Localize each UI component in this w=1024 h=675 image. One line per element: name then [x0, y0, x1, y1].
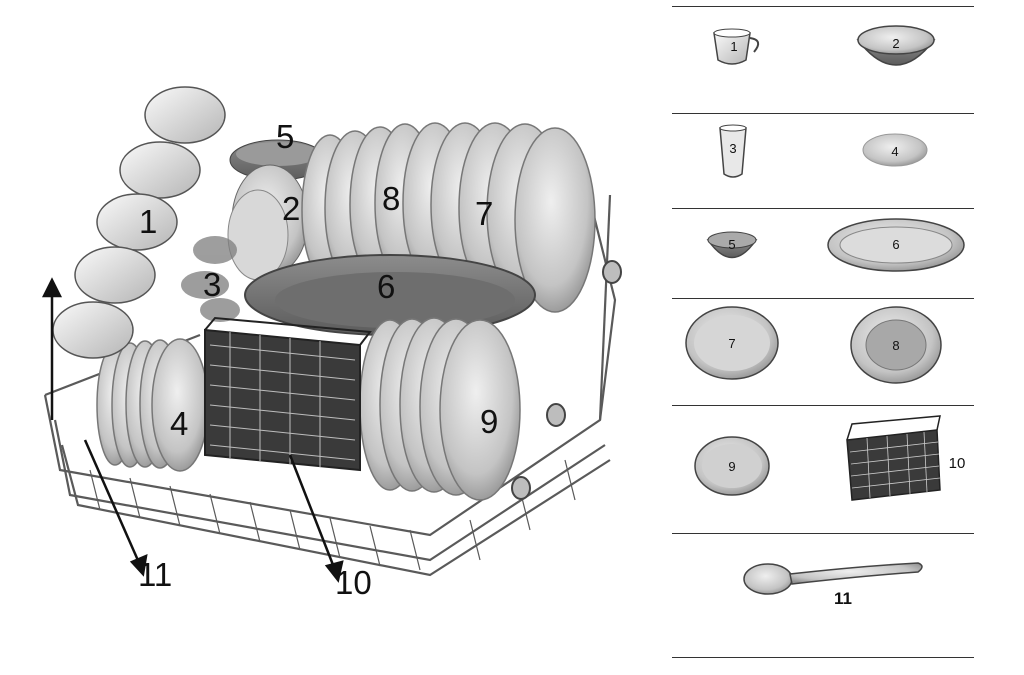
- legend-label-bowl: 2: [892, 36, 900, 51]
- dessert-plates-group: [96, 338, 209, 472]
- legend-label-cutlery-basket: 10: [948, 455, 966, 472]
- cutlery-basket: [204, 316, 372, 472]
- legend-divider: [672, 533, 974, 534]
- dessert-plate-icon: [862, 133, 928, 167]
- callout-flat-plates: 9: [480, 403, 499, 440]
- legend-label-oval-platter: 6: [892, 237, 900, 252]
- spoon-icon: [743, 562, 923, 595]
- callout-soup-plates: 8: [382, 180, 401, 217]
- dishwasher-rack-illustration: [41, 86, 622, 583]
- legend-label-cup: 1: [730, 39, 738, 54]
- callout-dessert-plates: 4: [170, 405, 189, 442]
- callout-glasses: 3: [203, 266, 222, 303]
- legend-divider: [672, 208, 974, 209]
- legend-divider: [672, 6, 974, 7]
- flat-plates-group: [359, 317, 521, 501]
- legend-divider: [672, 113, 974, 114]
- legend-label-dinner-plate: 7: [728, 336, 736, 351]
- small-bowl-icon: [706, 231, 758, 259]
- legend-label-dessert-plate: 4: [891, 144, 899, 159]
- bowl-icon: [856, 25, 936, 66]
- oval-platter: [244, 254, 536, 336]
- dinner-plates-group: [301, 122, 596, 313]
- cups-group: [52, 86, 226, 359]
- callout-oval-platter: 6: [377, 268, 396, 305]
- rack-wheels: [511, 260, 622, 500]
- legend-label-soup-plate: 8: [892, 338, 900, 353]
- callout-bowls: 2: [282, 190, 301, 227]
- legend-divider: [672, 657, 974, 658]
- legend-divider: [672, 405, 974, 406]
- oval-platter-icon: [827, 218, 965, 272]
- callout-cups: 1: [139, 203, 158, 240]
- callout-cutlery: 11: [138, 556, 173, 593]
- soup-plate-icon: [850, 306, 942, 384]
- callout-cutlery-basket: 10: [335, 564, 372, 601]
- legend-icons: [685, 25, 965, 595]
- legend-label-glass: 3: [729, 141, 737, 156]
- callout-small-bowls: 5: [276, 118, 295, 155]
- flat-plate-icon: [694, 436, 770, 496]
- legend-label-flat-plate: 9: [728, 459, 736, 474]
- callout-arrows: [41, 277, 344, 583]
- legend-label-spoon: 11: [834, 589, 852, 608]
- cup-icon: [713, 28, 760, 65]
- legend-divider: [672, 298, 974, 299]
- legend-label-small-bowl: 5: [728, 237, 736, 252]
- bowls-group: [227, 164, 309, 281]
- dinner-plate-icon: [685, 306, 779, 380]
- glass-icon: [719, 124, 747, 178]
- glasses-group: [181, 236, 240, 322]
- callout-dinner-plates: 7: [475, 195, 494, 232]
- cutlery-basket-icon: [846, 415, 941, 501]
